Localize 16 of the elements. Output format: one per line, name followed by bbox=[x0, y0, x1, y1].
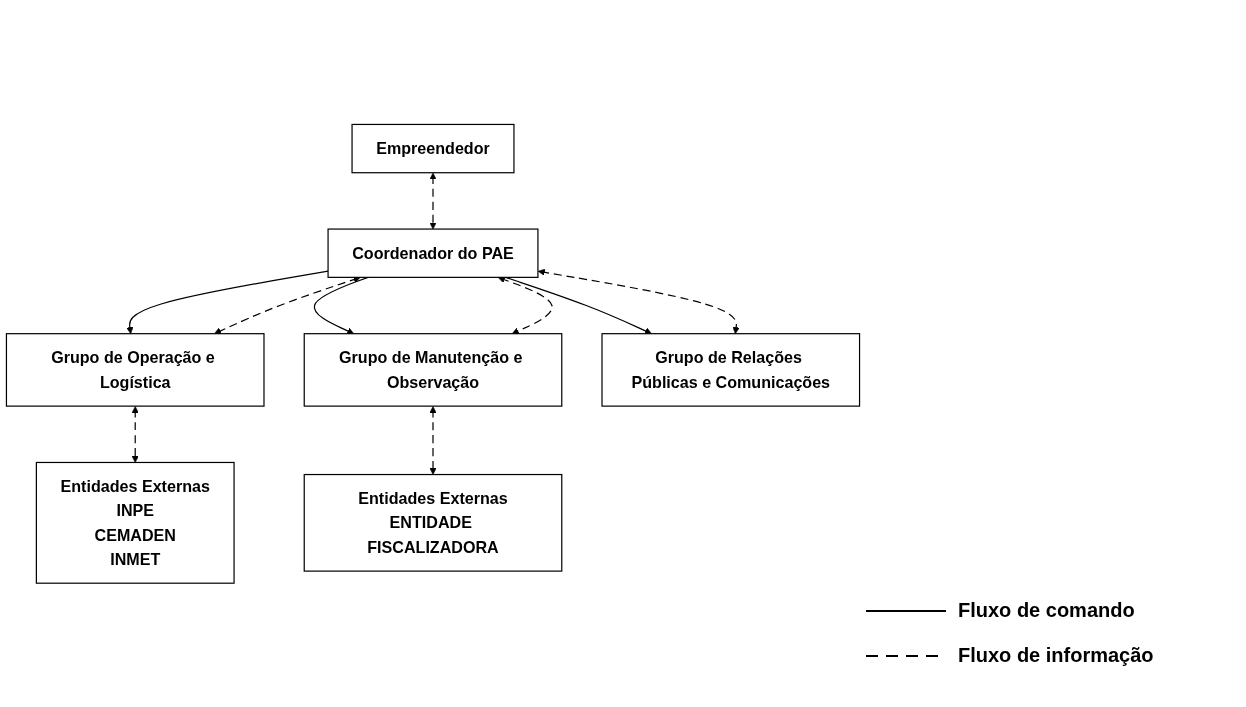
legend-text: Fluxo de informação bbox=[958, 644, 1154, 667]
node-box: Grupo de Manutenção e Observação bbox=[303, 332, 563, 407]
node-box: Empreendedor bbox=[351, 123, 515, 174]
arrow bbox=[313, 276, 369, 334]
arrow bbox=[126, 270, 329, 334]
node-box: Grupo de Relações Públicas e Comunicações bbox=[601, 332, 861, 407]
legend-text: Fluxo de comando bbox=[958, 599, 1135, 622]
arrow bbox=[429, 405, 437, 475]
node-box: Entidades Externas ENTIDADE FISCALIZADORA bbox=[303, 473, 563, 572]
arrow bbox=[537, 268, 740, 334]
arrow bbox=[498, 276, 553, 334]
node-box: Grupo de Operação e Logística bbox=[5, 332, 265, 407]
node-box: Entidades Externas INPE CEMADEN INMET bbox=[35, 461, 235, 584]
node-box: Coordenador do PAE bbox=[327, 228, 539, 278]
arrow bbox=[429, 172, 437, 230]
arrow bbox=[131, 405, 139, 463]
